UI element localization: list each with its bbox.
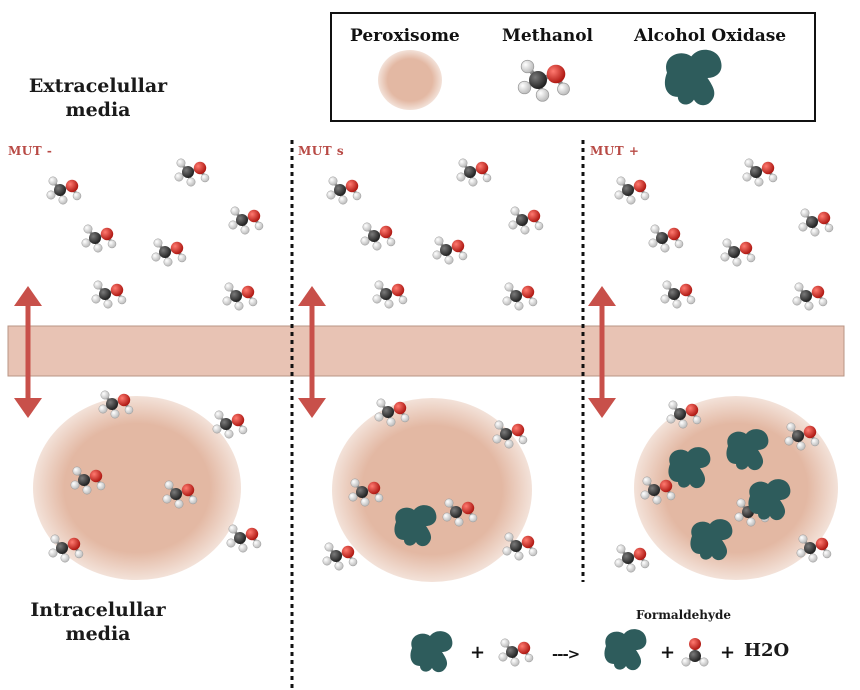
methanol-icon bbox=[455, 157, 493, 188]
reaction-enzyme-icon bbox=[410, 631, 453, 673]
methanol-icon bbox=[797, 207, 835, 238]
legend-peroxisome-icon bbox=[378, 50, 442, 110]
methanol-icon bbox=[80, 223, 118, 254]
strain-label-mut-plus: MUT + bbox=[590, 144, 640, 158]
reaction-plus-1: + bbox=[470, 642, 486, 663]
strain-label-mut-s: MUT s bbox=[298, 144, 345, 158]
strain-label-mut-minus: MUT - bbox=[8, 144, 53, 158]
methanol-icon bbox=[719, 237, 757, 268]
methanol-icon bbox=[501, 281, 539, 312]
reaction-plus-2: + bbox=[660, 642, 676, 663]
methanol-icon bbox=[613, 175, 651, 206]
methanol-icon bbox=[613, 543, 651, 574]
methanol-icon bbox=[359, 221, 397, 252]
legend-alcohol-oxidase-label: Alcohol Oxidase bbox=[634, 26, 787, 46]
methanol-icon bbox=[45, 175, 83, 206]
cell-membrane bbox=[7, 325, 845, 377]
water-label: H2O bbox=[744, 640, 790, 661]
methanol-icon bbox=[221, 281, 259, 312]
methanol-icon bbox=[507, 205, 545, 236]
transport-arrow-mut-s bbox=[298, 286, 326, 418]
methanol-icon bbox=[659, 279, 697, 310]
methanol-icon bbox=[321, 541, 359, 572]
legend-enzyme-icon bbox=[664, 49, 722, 106]
formaldehyde-label: Formaldehyde bbox=[636, 608, 731, 622]
transport-arrow-mut-plus bbox=[588, 286, 616, 418]
methanol-icon bbox=[227, 205, 265, 236]
legend-peroxisome-label: Peroxisome bbox=[350, 26, 460, 46]
legend-methanol-label: Methanol bbox=[502, 26, 594, 46]
methanol-icon bbox=[431, 235, 469, 266]
transport-arrow-mut-minus bbox=[14, 286, 42, 418]
peroxisome-mut-s bbox=[332, 398, 532, 582]
extracellular-label: Extracelullar media bbox=[28, 75, 168, 121]
reaction-arrow: ---> bbox=[552, 645, 580, 663]
legend-box: Peroxisome Methanol Alcohol Oxidase bbox=[330, 12, 816, 122]
methanol-icon bbox=[791, 281, 829, 312]
methanol-icon bbox=[325, 175, 363, 206]
peroxisome-mut-minus bbox=[33, 396, 241, 580]
methanol-icon bbox=[173, 157, 211, 188]
reaction-plus-3: + bbox=[720, 642, 736, 663]
methanol-icon bbox=[647, 223, 685, 254]
methanol-icon bbox=[90, 279, 128, 310]
methanol-icon bbox=[371, 279, 409, 310]
methanol-icon bbox=[225, 523, 263, 554]
intracellular-label: Intracelullar media bbox=[30, 599, 166, 645]
formaldehyde-icon bbox=[680, 636, 710, 668]
reaction-enzyme-product-icon bbox=[604, 629, 647, 671]
reaction-methanol-icon bbox=[497, 637, 535, 668]
legend-methanol-icon bbox=[518, 60, 569, 101]
methanol-icon bbox=[150, 237, 188, 268]
methanol-icon bbox=[741, 157, 779, 188]
